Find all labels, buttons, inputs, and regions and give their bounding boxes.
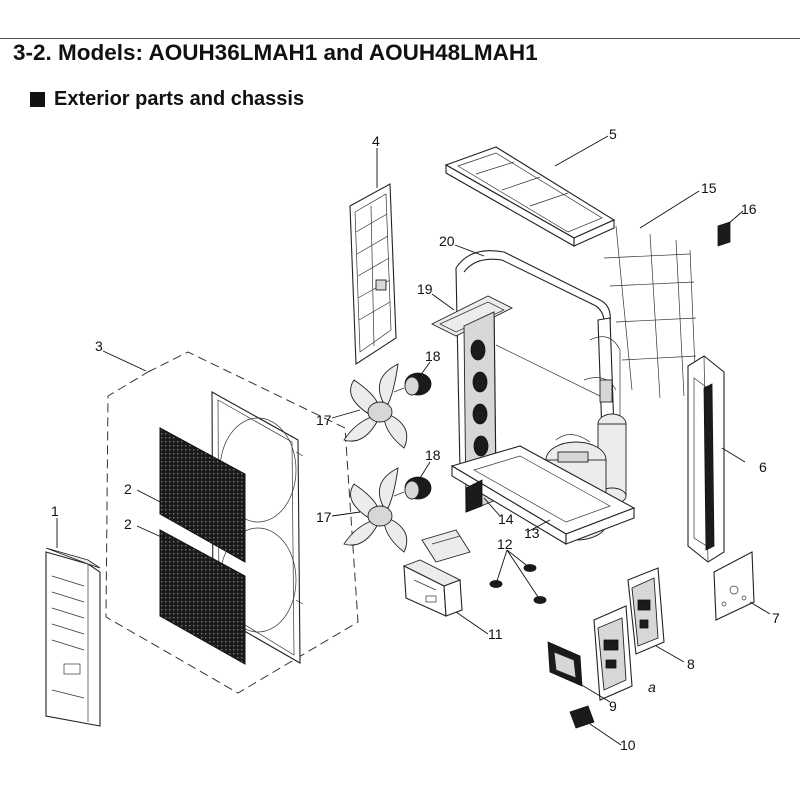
part-5-top-panel [444, 146, 616, 247]
callout-16: 16 [741, 201, 757, 217]
callout-14: 14 [498, 511, 514, 527]
callout-20: 20 [439, 233, 455, 249]
callout-7: 7 [772, 610, 780, 626]
motor-bracket [421, 529, 471, 563]
section-subtitle-text: Exterior parts and chassis [54, 88, 305, 110]
part-7-service-cover [713, 551, 755, 621]
callout-11: 11 [488, 626, 503, 642]
part-12-rubber-feet [489, 564, 547, 604]
callout-18-upper: 18 [425, 348, 441, 364]
leader-lines [56, 135, 771, 746]
header-rule [0, 38, 800, 39]
part-11-control-box [402, 559, 463, 617]
callout-1: 1 [51, 503, 59, 519]
callout-5: 5 [609, 126, 617, 142]
callout-19: 19 [417, 281, 433, 297]
callout-17-lower: 17 [316, 509, 332, 525]
part-17-upper-fan [343, 363, 408, 449]
section-subtitle: Exterior parts and chassis [30, 88, 304, 111]
callout-labels: 1 2 2 3 4 5 6 7 8 9 10 11 12 13 14 15 16… [51, 126, 780, 753]
part-1-front-side-panel [45, 547, 101, 727]
part-15-wire-guard [603, 225, 697, 399]
callout-3: 3 [95, 338, 103, 354]
callout-4: 4 [372, 133, 380, 149]
callout-2-upper: 2 [124, 481, 132, 497]
callout-2-lower: 2 [124, 516, 132, 532]
callout-10: 10 [620, 737, 636, 753]
callout-15: 15 [701, 180, 717, 196]
part-16-clip [717, 221, 731, 247]
part-10-terminal-block [569, 705, 595, 729]
part-2-lower-grille [159, 529, 246, 665]
callout-6: 6 [759, 459, 767, 475]
part-19-bracket [430, 295, 514, 337]
part-17-lower-fan [343, 467, 408, 553]
callout-12: 12 [497, 536, 513, 552]
callout-13: 13 [524, 525, 540, 541]
callout-9: 9 [609, 698, 617, 714]
part-2-upper-grille [159, 427, 246, 563]
part-6-right-side-panel [687, 355, 725, 563]
part-14-base-pan [450, 445, 636, 545]
callout-18-lower: 18 [425, 447, 441, 463]
callout-8: 8 [687, 656, 695, 672]
part-a-pcb-plate [593, 605, 633, 701]
part-4-side-panel-grille [349, 183, 397, 365]
callout-17-upper: 17 [316, 412, 332, 428]
section-title: 3-2. Models: AOUH36LMAH1 and AOUH48LMAH1 [13, 40, 538, 65]
part-8-main-pcb [627, 567, 665, 655]
square-bullet-icon [30, 92, 45, 107]
part-18-lower-fan-motor [393, 476, 432, 500]
part-18-upper-fan-motor [393, 372, 432, 396]
part-9-filter-pcb [547, 641, 583, 687]
callout-a: a [648, 679, 656, 695]
